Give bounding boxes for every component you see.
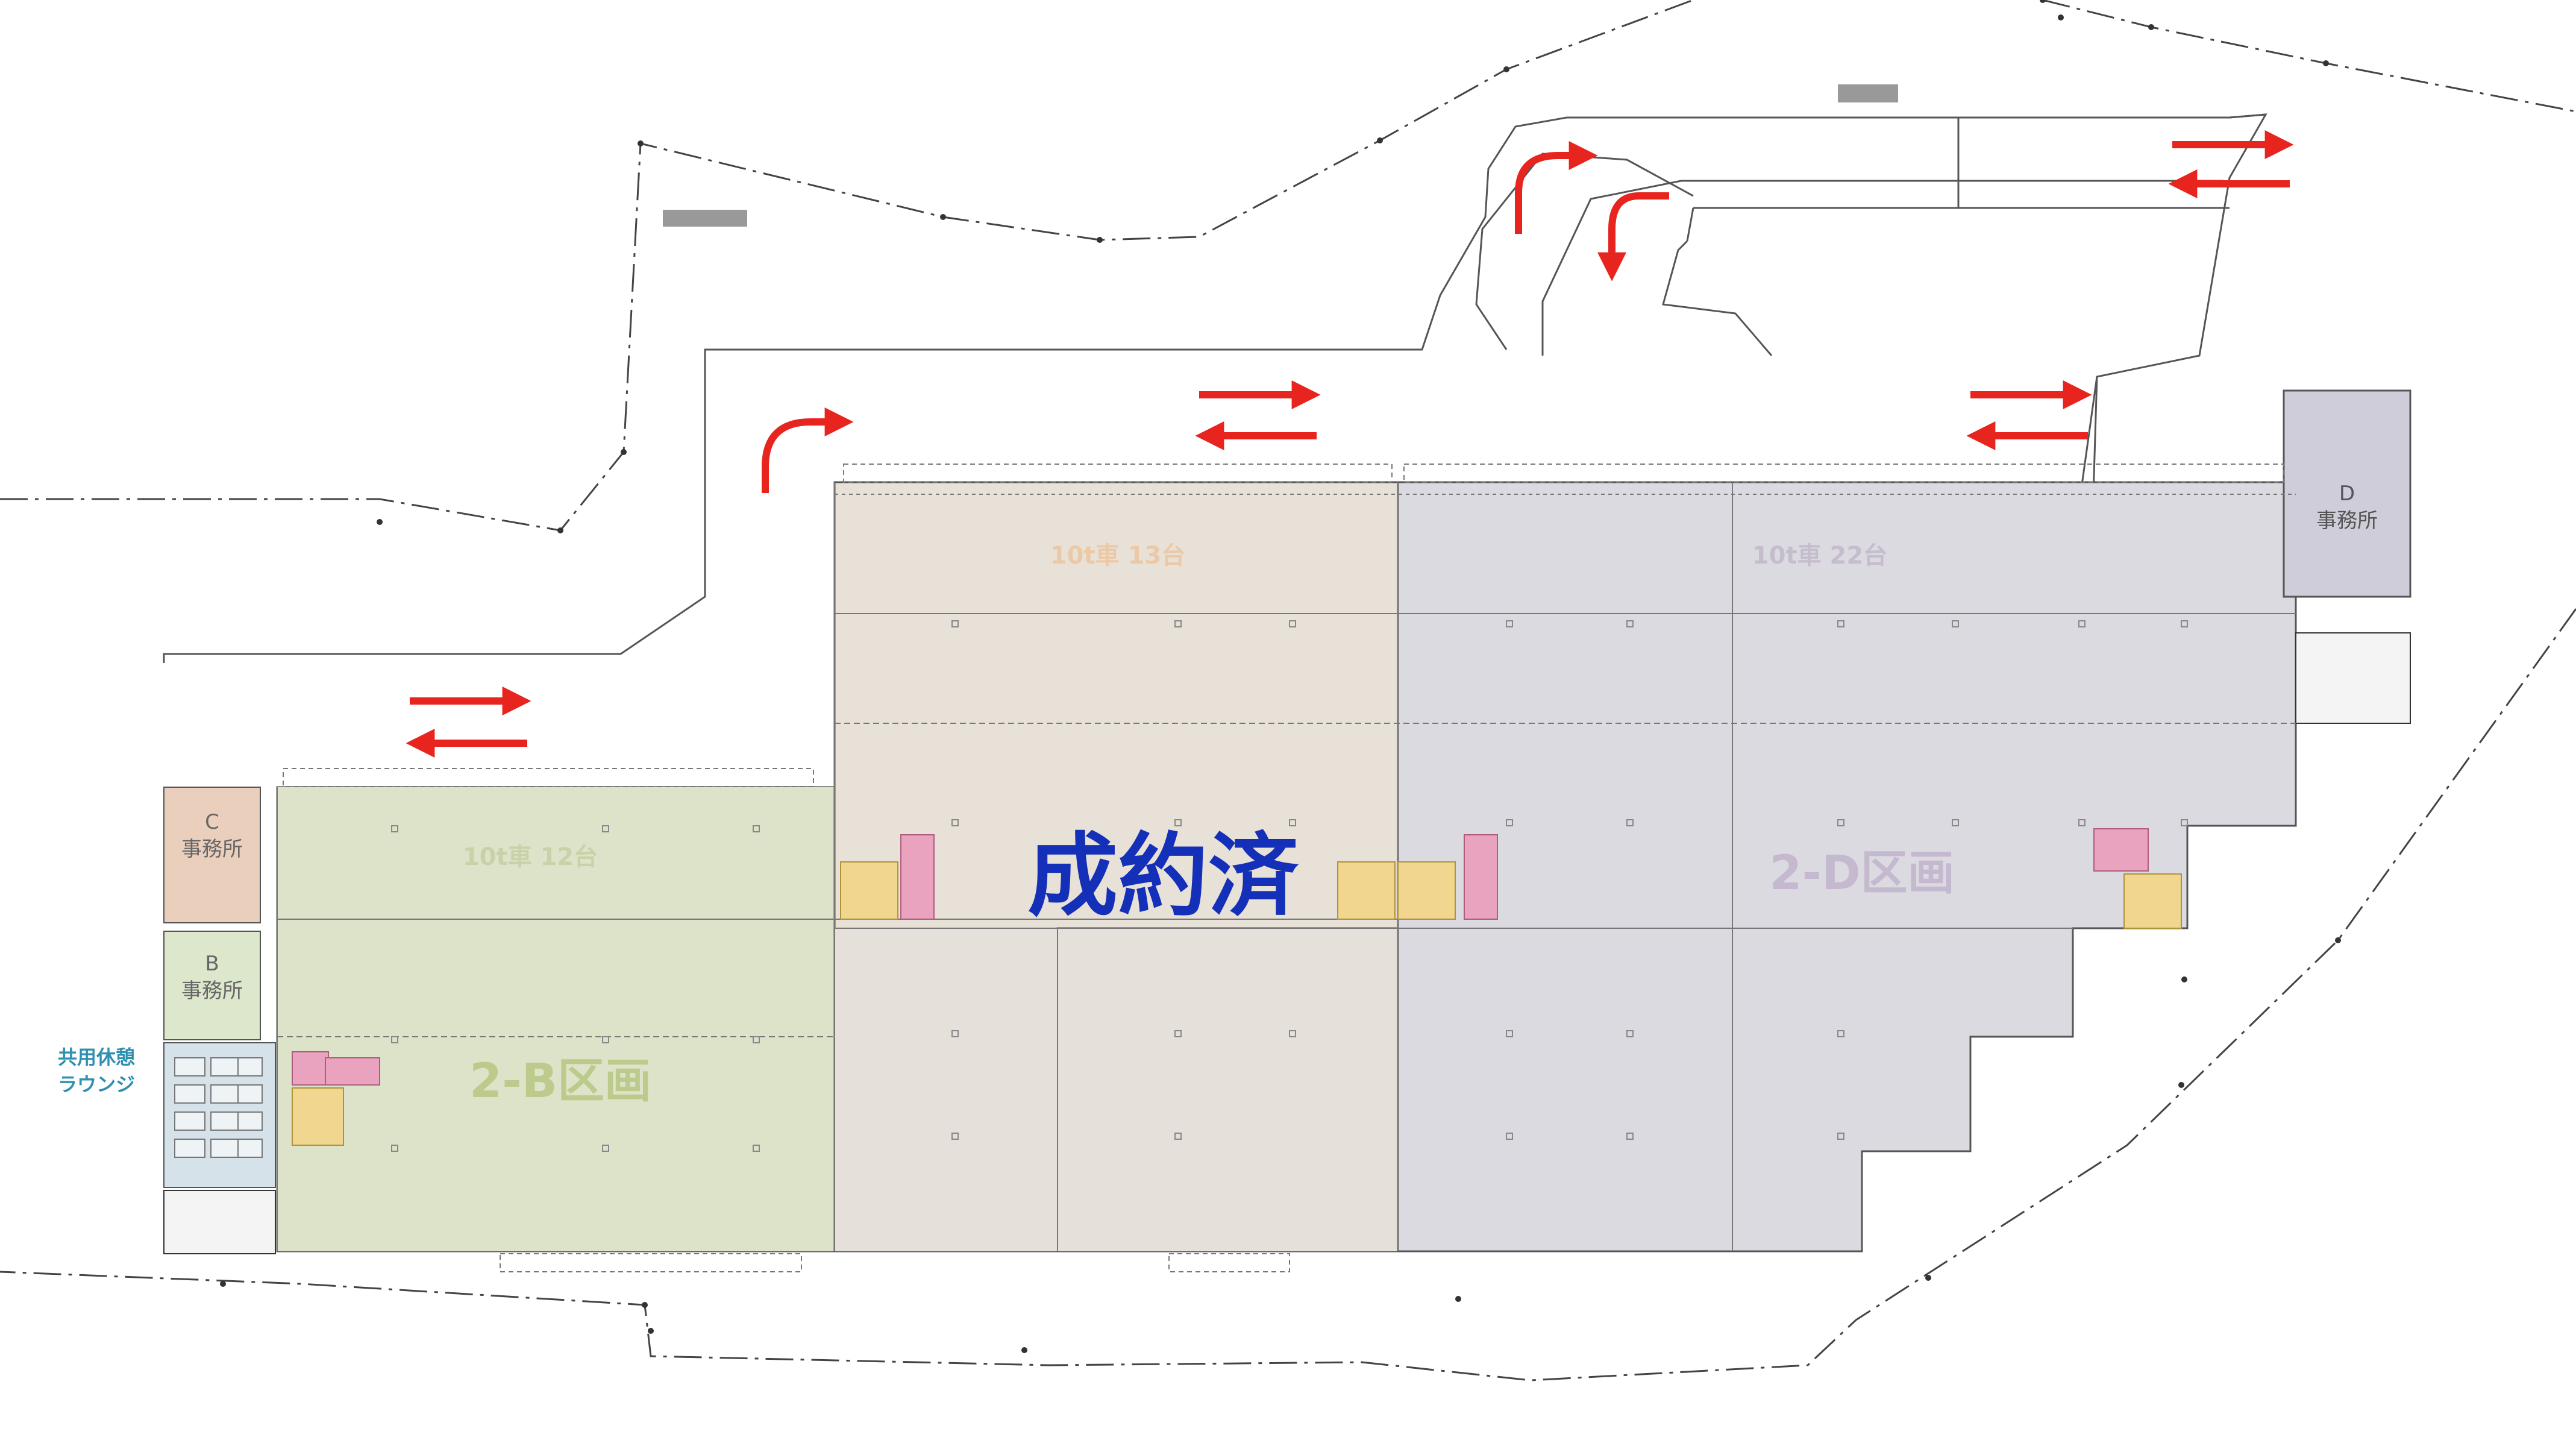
zone-2c-parking: 10t車 13台 — [1050, 542, 1185, 570]
zone-2d-name: 2-D区画 — [1769, 846, 1954, 901]
traffic-arrows — [406, 130, 2294, 758]
lounge-label-line2: ラウンジ — [58, 1073, 135, 1096]
lounge-label-line1: 共用休憩 — [58, 1046, 135, 1069]
freight-lift-2c — [840, 834, 935, 920]
b-office-block — [163, 931, 261, 1040]
status-label: 成約済 — [1027, 824, 1299, 929]
zone-2c-lower — [835, 928, 1398, 1251]
c-office-letter: C — [205, 810, 219, 834]
column-markers — [391, 620, 2188, 1152]
lounge-tables — [174, 1057, 263, 1158]
stair-core — [2295, 632, 2411, 724]
yard-outline — [163, 113, 2267, 663]
gate-marker — [1838, 84, 1898, 102]
d-office-letter: D — [2339, 482, 2355, 506]
curved-arrow-icon — [762, 407, 854, 493]
curved-arrow-icon — [1515, 141, 1598, 234]
freight-lift-2c-b — [1337, 834, 1498, 920]
zone-2b-name: 2-B区画 — [469, 1054, 651, 1108]
d-office-label: 事務所 — [2316, 509, 2378, 533]
zone-2d — [1397, 481, 2297, 1253]
gate-marker — [663, 210, 747, 227]
boundary-markers — [220, 0, 2341, 1353]
structural-grid — [277, 482, 2296, 1251]
d-office-block — [2283, 389, 2411, 598]
c-office-label: 事務所 — [181, 837, 243, 861]
zone-2b-parking: 10t車 12台 — [463, 843, 598, 871]
freight-lift-2b — [292, 1051, 380, 1146]
curved-arrow-icon — [1597, 192, 1669, 281]
stair-core — [163, 1190, 276, 1254]
freight-lift-2d — [2093, 828, 2182, 929]
b-office-label: 事務所 — [181, 979, 243, 1003]
c-office-block — [163, 787, 261, 923]
dock-canopies — [283, 464, 2284, 1272]
b-office-letter: B — [205, 952, 219, 976]
zone-2d-parking: 10t車 22台 — [1752, 542, 1887, 570]
